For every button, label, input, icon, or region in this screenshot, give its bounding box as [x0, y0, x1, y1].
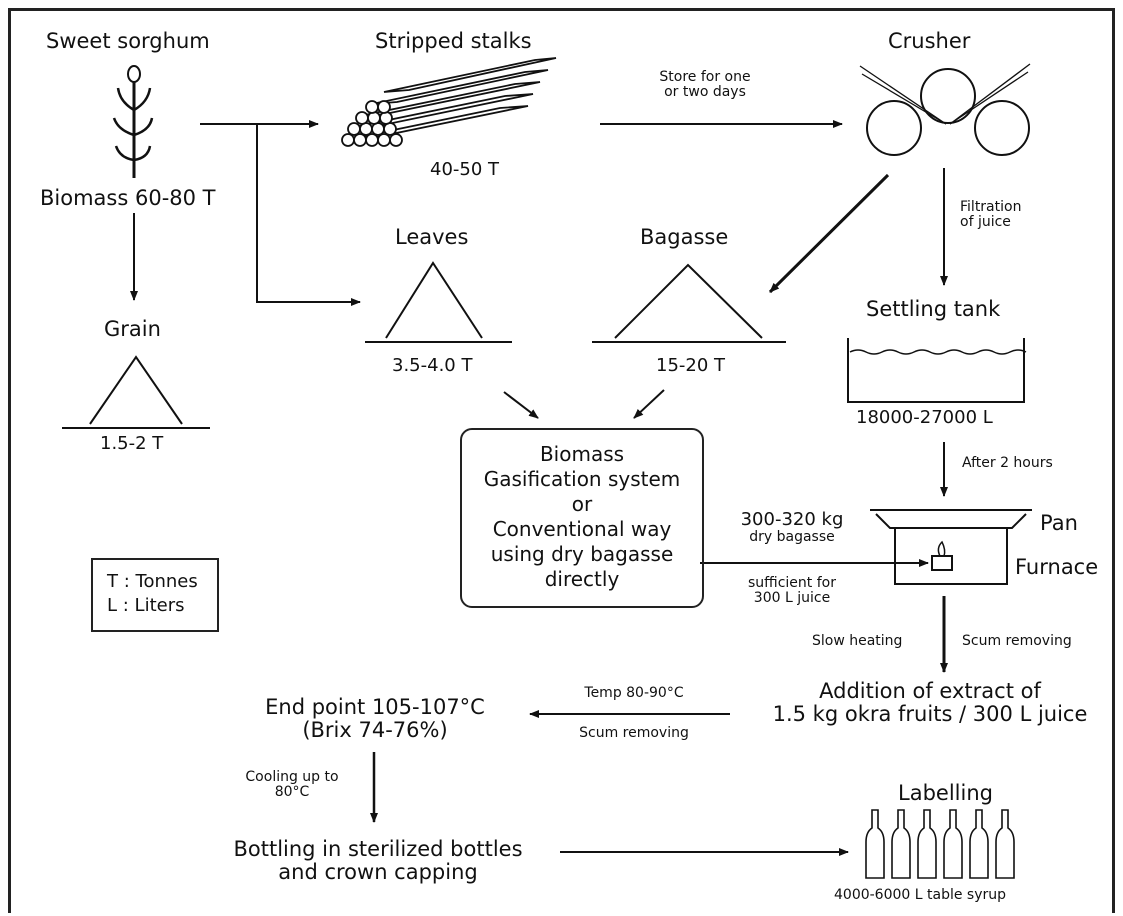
- tank-icon: [848, 338, 1026, 402]
- process-box-line5: using dry bagasse: [462, 542, 702, 567]
- grain-amount: 1.5-2 T: [100, 434, 163, 454]
- cooling-note: Cooling up to 80°C: [232, 770, 352, 801]
- after-2-hours-note: After 2 hours: [962, 456, 1053, 471]
- pan-furnace-icon: [870, 510, 1032, 584]
- bagasse-label: Bagasse: [640, 226, 728, 249]
- addition-line2: 1.5 kg okra fruits / 300 L juice: [750, 703, 1110, 726]
- crusher-label: Crusher: [888, 30, 970, 53]
- temp-note: Temp 80-90°C: [556, 686, 712, 701]
- bottling-step: Bottling in sterilized bottles and crown…: [218, 838, 538, 884]
- biomass-label: Biomass 60-80 T: [40, 187, 216, 210]
- process-box-line3: or: [462, 492, 702, 517]
- output-label: 4000-6000 L table syrup: [834, 888, 1006, 903]
- filtration-note-line2: of juice: [960, 215, 1021, 230]
- process-box-line2: Gasification system: [462, 467, 702, 492]
- furnace-label: Furnace: [1015, 556, 1098, 579]
- bottle-icon: [970, 810, 988, 878]
- dry-bagasse-note: 300-320 kg dry bagasse: [722, 510, 862, 545]
- legend-liters: L : Liters: [107, 594, 217, 618]
- arrow-crusher-bagasse: [770, 175, 888, 292]
- addition-line1: Addition of extract of: [750, 680, 1110, 703]
- grain-pile-icon: [62, 357, 210, 428]
- bottles-icon: [866, 810, 1014, 878]
- legend-box: T : Tonnes L : Liters: [91, 558, 219, 632]
- end-point-line2: (Brix 74-76%): [240, 719, 510, 742]
- store-note-line1: Store for one: [650, 70, 760, 85]
- leaves-label: Leaves: [395, 226, 468, 249]
- labelling-label: Labelling: [898, 782, 993, 805]
- store-note-line2: or two days: [650, 85, 760, 100]
- arrow-to-leaves: [257, 124, 360, 302]
- stalks-amount: 40-50 T: [430, 160, 499, 180]
- scum-removing-note-1: Scum removing: [962, 634, 1072, 649]
- sweet-sorghum-label: Sweet sorghum: [46, 30, 210, 53]
- legend-tonnes: T : Tonnes: [107, 570, 217, 594]
- scum-removing-note-2: Scum removing: [556, 726, 712, 741]
- bottle-icon: [918, 810, 936, 878]
- bagasse-pile-icon: [592, 265, 786, 342]
- store-note: Store for one or two days: [650, 70, 760, 101]
- bottle-icon: [996, 810, 1014, 878]
- grain-label: Grain: [104, 318, 161, 341]
- bottle-icon: [892, 810, 910, 878]
- settling-tank-label: Settling tank: [866, 298, 1000, 321]
- pan-label: Pan: [1040, 512, 1078, 535]
- arrow-bagasse-box: [634, 390, 664, 418]
- leaves-pile-icon: [365, 263, 512, 342]
- filtration-note-line1: Filtration: [960, 200, 1021, 215]
- arrow-leaves-box: [504, 392, 538, 418]
- sorghum-plant-icon: [114, 66, 152, 178]
- dry-bagasse-line2: dry bagasse: [722, 530, 862, 545]
- bottling-line2: and crown capping: [218, 861, 538, 884]
- slow-heating-note: Slow heating: [812, 634, 902, 649]
- sufficient-note: sufficient for 300 L juice: [730, 576, 854, 607]
- process-box-line6: directly: [462, 567, 702, 592]
- crusher-rollers-icon: [860, 64, 1030, 155]
- bottle-icon: [866, 810, 884, 878]
- filtration-note: Filtration of juice: [960, 200, 1021, 231]
- end-point-step: End point 105-107°C (Brix 74-76%): [240, 696, 510, 742]
- dry-bagasse-line1: 300-320 kg: [722, 510, 862, 530]
- end-point-line1: End point 105-107°C: [240, 696, 510, 719]
- cooling-line2: 80°C: [232, 785, 352, 800]
- sufficient-line1: sufficient for: [730, 576, 854, 591]
- leaves-amount: 3.5-4.0 T: [392, 356, 472, 376]
- gasification-process-box: Biomass Gasification system or Conventio…: [460, 428, 704, 608]
- bottle-icon: [944, 810, 962, 878]
- cooling-line1: Cooling up to: [232, 770, 352, 785]
- process-box-line1: Biomass: [462, 442, 702, 467]
- sufficient-line2: 300 L juice: [730, 591, 854, 606]
- bottling-line1: Bottling in sterilized bottles: [218, 838, 538, 861]
- stripped-stalks-label: Stripped stalks: [375, 30, 532, 53]
- process-box-line4: Conventional way: [462, 517, 702, 542]
- stalks-bundle-icon: [342, 58, 556, 146]
- tank-volume: 18000-27000 L: [856, 408, 993, 428]
- bagasse-amount: 15-20 T: [656, 356, 725, 376]
- addition-step: Addition of extract of 1.5 kg okra fruit…: [750, 680, 1110, 726]
